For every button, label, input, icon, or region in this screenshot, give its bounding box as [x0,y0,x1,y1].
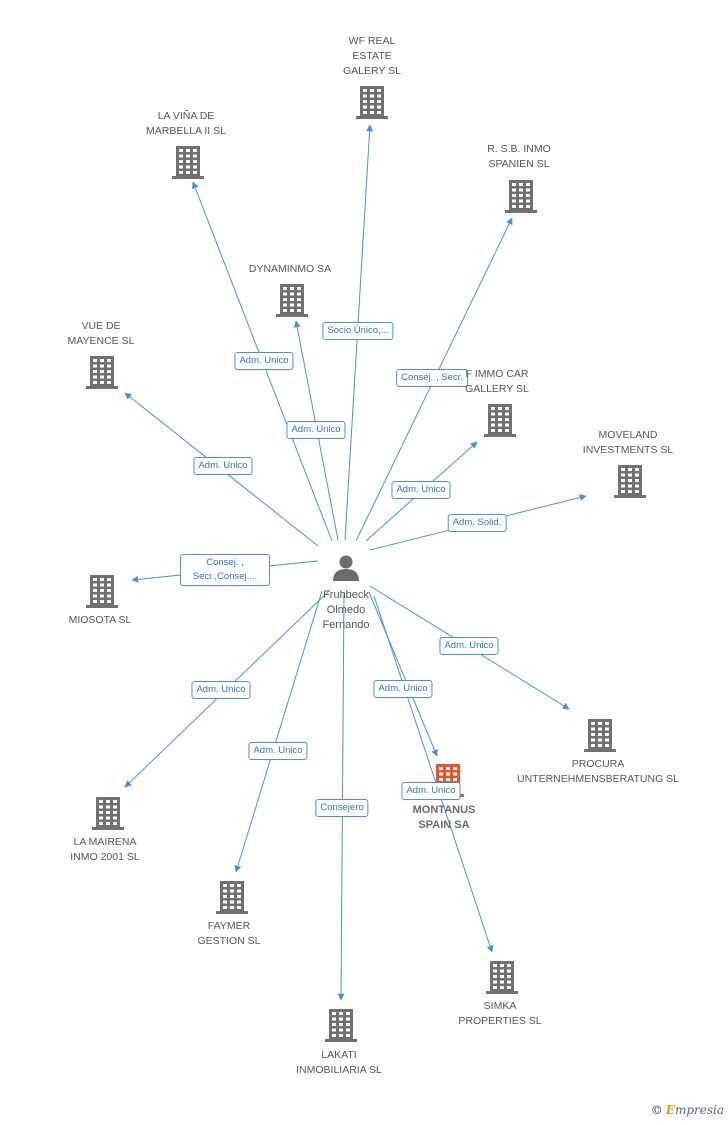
company-name-line: SPANIEN SL [488,158,550,170]
company-name-wf[interactable]: WF REAL ESTATE GALERY SL [287,34,457,79]
edge-lakati [337,591,345,1001]
building-icon-faymer[interactable] [216,881,248,914]
company-name-line: LA VIÑA DE [157,110,215,122]
brand-initial: E [665,1103,675,1117]
person-name-line: Fernando [322,619,370,631]
building-icon-simka[interactable] [486,961,518,994]
company-name-fimmo[interactable]: F IMMO CAR GALLERY SL [412,367,582,397]
company-name-vina[interactable]: LA VIÑA DE MARBELLA II SL [101,109,271,139]
role-label-fimmo: Adm. Unico [391,481,451,499]
role-label-vina: Adm. Unico [234,352,294,370]
role-label-faymer: Adm. Unico [248,742,308,760]
company-name-line: LAKATI [321,1049,357,1061]
empresia-brand[interactable]: ©Empresia [651,1103,724,1117]
company-name-line: INMOBILIARIA SL [296,1064,382,1076]
company-name-line: MIOSOTA SL [68,614,132,626]
company-name-line: MAYENCE SL [67,335,135,347]
role-label-lakati: Consejero [315,799,369,817]
role-label-moveland: Adm. Solid. [447,514,507,532]
company-name-line: SIMKA [483,1000,517,1012]
company-name-line: MARBELLA II SL [146,125,226,137]
company-name-line: DYNAMINMO SA [248,263,332,275]
brand-name: mpresia [674,1103,724,1117]
company-name-line: INMO 2001 SL [70,851,140,863]
role-label-miosota: Consej. , Secr.,Consej.... [180,554,270,586]
building-icon-rsb[interactable] [505,180,537,213]
company-name-line: UNTERNEHMENSBERATUNG SL [517,773,679,785]
building-icon-procura[interactable] [584,719,616,752]
company-name-rsb[interactable]: R. S.B. INMO SPANIEN SL [434,142,604,172]
company-name-moveland[interactable]: MOVELAND INVESTMENTS SL [543,428,713,458]
building-icon-vina[interactable] [172,146,204,179]
company-name-vue[interactable]: VUE DE MAYENCE SL [16,319,186,349]
role-label-procura: Adm. Unico [439,637,499,655]
person-name-line: Fruhbeck [323,589,369,601]
company-name-line: LA MAIRENA [73,836,137,848]
role-label-simka: Adm. Unico [401,782,461,800]
edge-montanus [368,591,438,757]
company-name-line: FAYMER [207,920,251,932]
company-name-dyn[interactable]: DYNAMINMO SA [205,262,375,277]
role-label-rsb: Consej. , Secr. [396,369,468,387]
company-name-line: INVESTMENTS SL [582,444,674,456]
company-name-line: WF REAL [348,35,396,47]
edge-faymer [234,590,323,873]
building-icon-miosota[interactable] [86,575,118,608]
building-icon-fimmo[interactable] [484,404,516,437]
role-label-dyn: Adm. Unico [286,421,346,439]
company-name-simka[interactable]: SIMKA PROPERTIES SL [415,999,585,1029]
company-name-line: PROPERTIES SL [458,1015,542,1027]
company-name-line: F IMMO CAR [465,368,529,380]
company-name-line: MOVELAND [598,429,658,441]
company-name-line: PROCURA [571,758,625,770]
company-name-procura[interactable]: PROCURA UNTERNEHMENSBERATUNG SL [513,757,683,787]
building-icon-lakati[interactable] [325,1009,357,1042]
company-name-miosota[interactable]: MIOSOTA SL [15,613,185,628]
role-label-mairena: Adm. Unico [191,681,251,699]
company-name-line: MONTANUS [412,804,476,816]
building-icon-dyn[interactable] [276,284,308,317]
company-name-line: GALLERY SL [465,383,529,395]
building-icon-wf[interactable] [356,86,388,119]
building-icon-moveland[interactable] [614,465,646,498]
company-name-line: GESTION SL [197,935,261,947]
company-name-faymer[interactable]: FAYMER GESTION SL [144,919,314,949]
company-name-line: ESTATE [352,50,392,62]
role-label-vue: Adm. Unico [193,457,253,475]
company-name-line: R. S.B. INMO [487,143,551,155]
company-name-line: SPAIN SA [418,819,470,831]
copyright-icon: © [650,1103,663,1117]
role-label-wf: Socio Único,... [322,322,394,340]
role-label-montanus: Adm. Unico [373,680,433,698]
person-icon[interactable] [333,555,359,582]
company-name-line: VUE DE [81,320,121,332]
person-name-line: Olmedo [326,604,366,616]
building-icon-mairena[interactable] [92,797,124,830]
company-name-mairena[interactable]: LA MAIRENA INMO 2001 SL [20,835,190,865]
building-icon-vue[interactable] [86,356,118,389]
edge-simka [373,595,494,953]
company-name-lakati[interactable]: LAKATI INMOBILIARIA SL [254,1048,424,1078]
company-name-montanus[interactable]: MONTANUS SPAIN SA [359,803,529,833]
company-name-line: GALERY SL [343,65,401,77]
